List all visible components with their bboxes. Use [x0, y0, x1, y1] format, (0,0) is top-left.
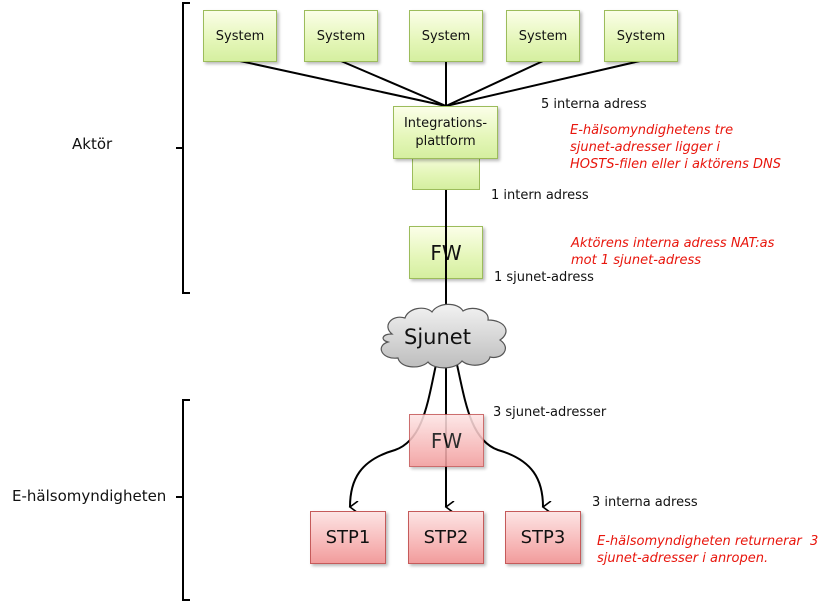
ehm-bracket	[176, 399, 190, 601]
integration-platform-label-line1: Integrations-	[403, 115, 488, 131]
note-hosts-line: sjunet-adresser ligger i	[570, 140, 721, 155]
note-returns-line: E-hälsomyndigheten returnerar 3	[597, 534, 819, 549]
system-label: System	[316, 28, 366, 44]
link-system-5	[445, 60, 641, 107]
stp-label: STP3	[520, 527, 566, 548]
link-sjunet-stp3	[455, 359, 543, 507]
label-three-sjunet: 3 sjunet-adresser	[493, 405, 607, 420]
system-label: System	[421, 28, 471, 44]
note-hosts-line: E-hälsomyndighetens tre	[570, 123, 734, 138]
link-system-1	[239, 60, 447, 107]
integration-platform-label-line2: plattform	[415, 133, 476, 149]
note-nat-line: Aktörens interna adress NAT:as	[571, 236, 775, 251]
actor-bracket	[176, 2, 190, 294]
system-box-2: System	[304, 10, 378, 62]
label-one-internal: 1 intern adress	[491, 188, 589, 203]
stp-label: STP2	[423, 527, 469, 548]
stp-box-2: STP2	[408, 511, 484, 564]
link-system-2	[340, 60, 447, 107]
system-box-1: System	[203, 10, 277, 62]
note-returns-line: sjunet-adresser i anropen.	[597, 551, 769, 566]
link-system-4	[445, 60, 544, 107]
sjunet-label: Sjunet	[404, 325, 471, 349]
note-returns: E-hälsomyndigheten returnerar 3 sjunet-a…	[597, 533, 818, 567]
section-label-actor: Aktör	[72, 135, 113, 153]
note-nat: Aktörens interna adress NAT:as mot 1 sju…	[571, 235, 774, 269]
stp-box-1: STP1	[310, 511, 386, 564]
sjunet-cloud-icon	[380, 303, 507, 369]
note-nat-line: mot 1 sjunet-adress	[571, 253, 702, 268]
ehm-firewall-box: FW	[409, 414, 484, 467]
label-five-internal: 5 interna adress	[541, 97, 647, 112]
firewall-label: FW	[430, 428, 463, 453]
system-label: System	[215, 28, 265, 44]
link-sjunet-stp1	[350, 359, 438, 507]
system-label: System	[518, 28, 568, 44]
system-box-4: System	[506, 10, 580, 62]
label-one-sjunet: 1 sjunet-adress	[494, 270, 594, 285]
stp-label: STP1	[325, 527, 371, 548]
note-hosts-line: HOSTS-filen eller i aktörens DNS	[570, 157, 781, 172]
system-box-3: System	[409, 10, 483, 62]
section-label-ehm: E-hälsomyndigheten	[12, 487, 167, 505]
label-three-internal: 3 interna adress	[592, 495, 698, 510]
integration-platform-box: Integrations- plattform	[393, 106, 498, 159]
stp-box-3: STP3	[505, 511, 581, 564]
system-label: System	[616, 28, 666, 44]
system-box-5: System	[604, 10, 678, 62]
note-hosts: E-hälsomyndighetens tre sjunet-adresser …	[570, 122, 781, 173]
